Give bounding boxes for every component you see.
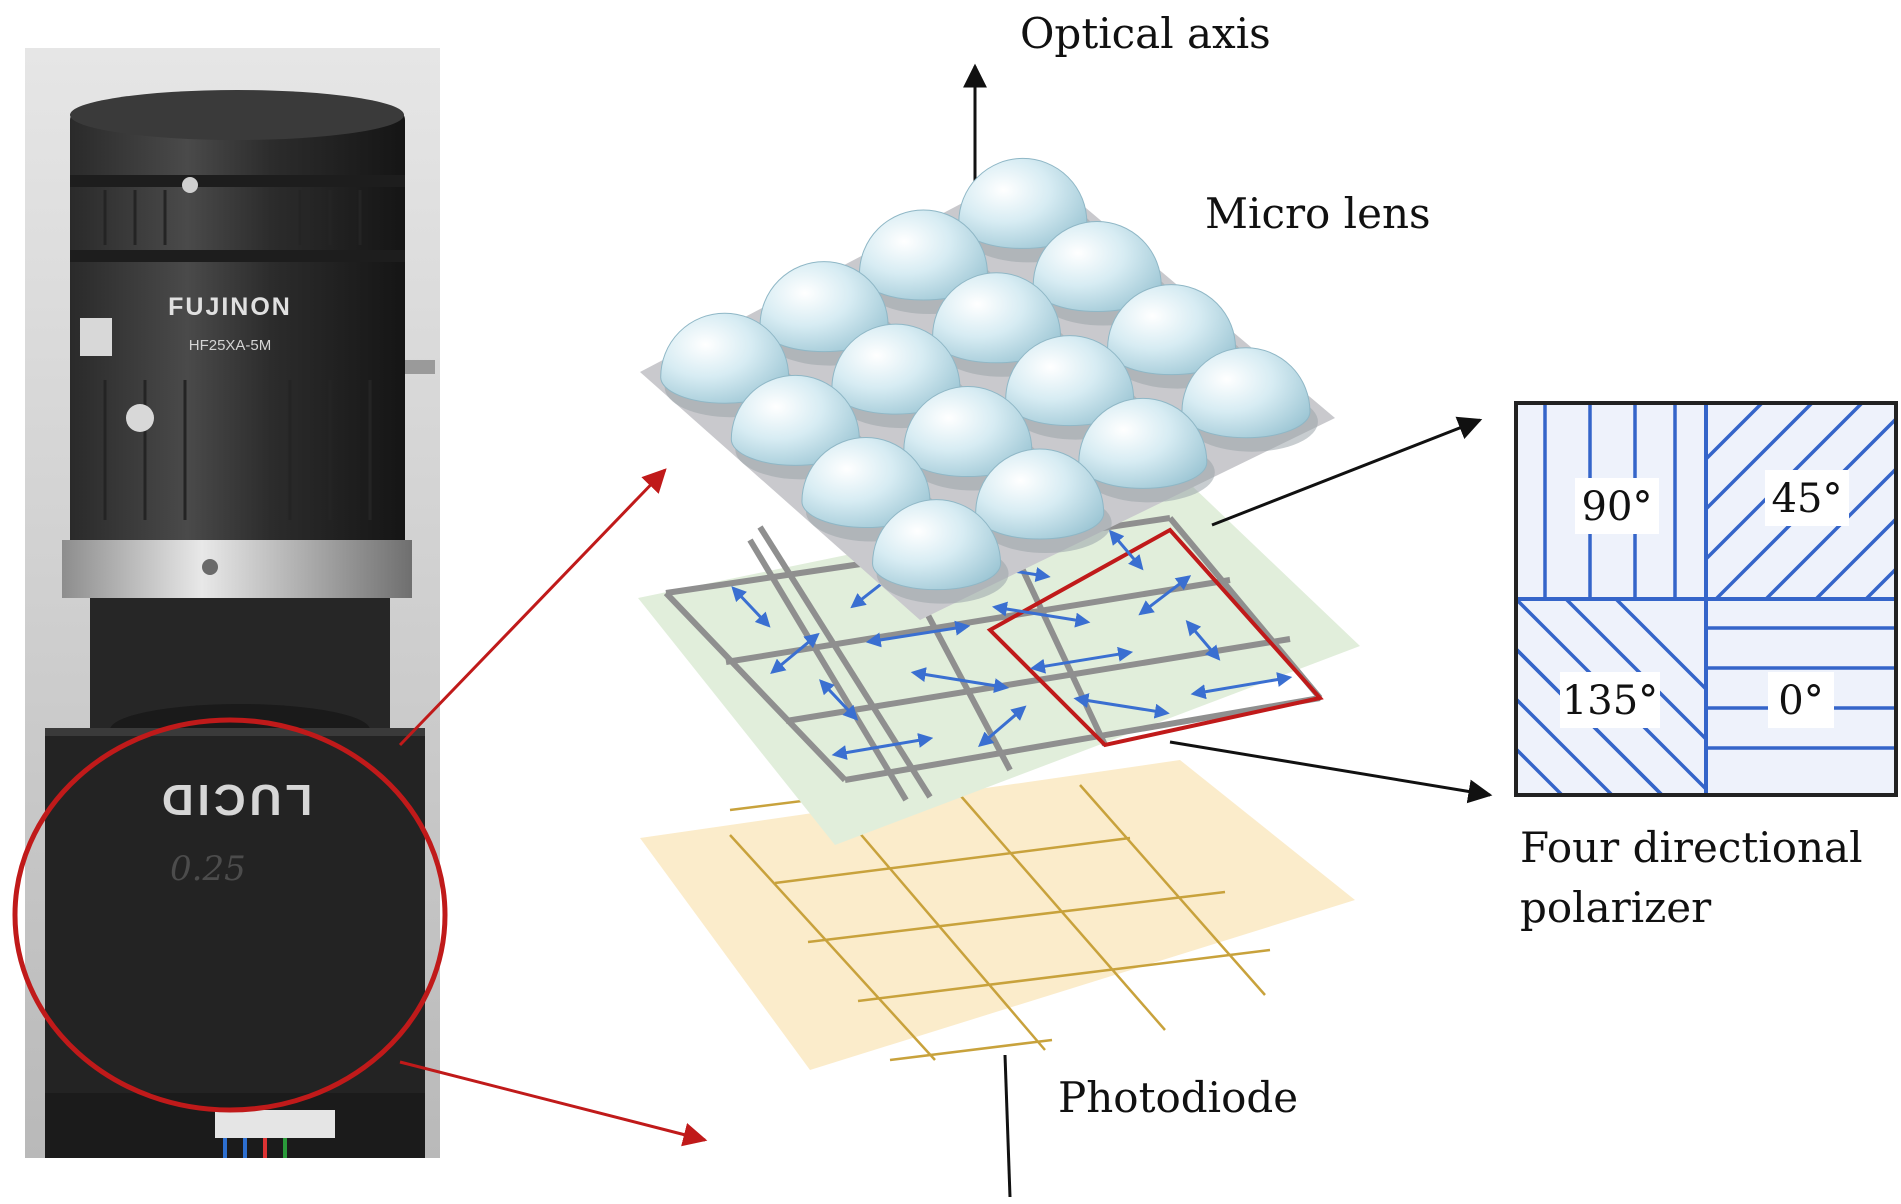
microlens-dome [872, 499, 1002, 590]
lens-front-rim [70, 90, 404, 140]
photodiode-label: Photodiode [1058, 1073, 1298, 1122]
optical-axis-label: Optical axis [1020, 9, 1271, 58]
focus-screw-icon [182, 177, 198, 193]
micro-lens-label: Micro lens [1205, 189, 1431, 238]
lens-brand-text: FUJINON [168, 293, 292, 321]
camera-body [45, 728, 425, 1093]
connector-plug [215, 1110, 335, 1138]
microlens-layer [640, 158, 1335, 620]
polarization-arrow [831, 732, 934, 760]
zoom-arrow-lower [1169, 740, 1493, 804]
polarization-arrow [770, 632, 820, 675]
photodiode-plate [640, 760, 1355, 1070]
polarization-arrow [910, 667, 1010, 694]
angle-label-45: 45° [1772, 476, 1843, 522]
microlens-dome [1078, 397, 1208, 489]
photodiode-layer [640, 760, 1355, 1070]
handwritten-note: 0.25 [170, 849, 246, 889]
polarizer-label-line2: polarizer [1520, 883, 1712, 932]
polarization-arrow [978, 705, 1027, 747]
polarization-arrow [1029, 646, 1134, 674]
polarization-arrow [1185, 620, 1221, 661]
zoom-frame [1514, 401, 1898, 797]
polarizer-zoom: 90° 45° 135° 0° [1514, 401, 1898, 797]
microlens-dome [1181, 347, 1311, 439]
lens-model-text: HF25XA-5M [189, 337, 272, 354]
polarization-arrow [1138, 575, 1192, 616]
microlens-domes [660, 158, 1318, 604]
camera-brand-text: LUCID [158, 775, 312, 824]
angle-label-0: 0° [1778, 678, 1823, 724]
lock-screw-icon [405, 360, 435, 374]
polarization-arrow [1108, 529, 1144, 571]
polarization-arrow [1073, 693, 1170, 719]
qr-code-icon [80, 318, 112, 356]
polarization-arrows [731, 529, 1293, 760]
lens-barrel [70, 110, 405, 550]
lens-mount-ring [62, 540, 412, 598]
polarizer-label-line1: Four directional [1520, 823, 1863, 872]
polarization-arrow [1190, 672, 1293, 700]
angle-label-90: 90° [1582, 484, 1653, 530]
zoom-arrow-upper [1211, 416, 1483, 527]
polarization-arrow [819, 679, 859, 721]
callout-arrow-lower [399, 1060, 708, 1147]
microlens-dome [975, 448, 1105, 540]
polarization-arrow [865, 620, 971, 648]
lens-screw-icon [126, 404, 154, 432]
camera-photo: FUJINON HF25XA-5M LUCID 0.25 [12, 48, 448, 1158]
angle-label-135: 135° [1562, 678, 1658, 724]
callout-arrow-upper [398, 468, 667, 747]
sensor-highlight-ellipse [12, 717, 448, 1113]
optical-axis-lower [1003, 1054, 1012, 1198]
polarization-arrow [731, 586, 771, 628]
polarization-arrow [991, 601, 1091, 628]
